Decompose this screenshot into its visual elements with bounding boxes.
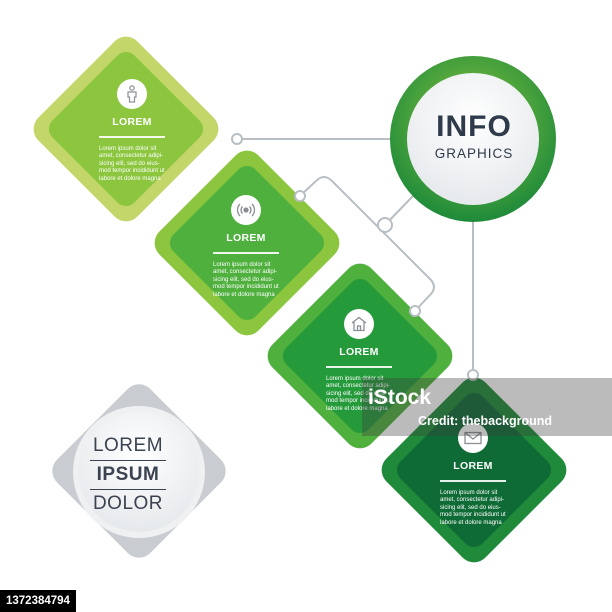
step-1-shape bbox=[33, 36, 219, 222]
connector-dot bbox=[467, 369, 479, 381]
divider bbox=[99, 136, 165, 138]
divider bbox=[440, 480, 506, 482]
callout-shape bbox=[52, 384, 226, 558]
step-2-shape bbox=[154, 150, 340, 336]
step-title: LOREM bbox=[339, 346, 379, 358]
watermark-brand: iStock bbox=[368, 386, 432, 409]
divider bbox=[213, 252, 279, 254]
step-card-1: LOREM Lorem ipsum dolor sit amet, consec… bbox=[62, 79, 202, 183]
connector-dot bbox=[231, 133, 243, 145]
connector-dot bbox=[409, 305, 421, 317]
step-3-shape bbox=[267, 263, 453, 449]
step-title: LOREM bbox=[226, 232, 266, 244]
step-card-2: LOREM Lorem ipsum dolor sit amet, consec… bbox=[176, 195, 316, 299]
step-body: Lorem ipsum dolor sit amet, consectetur … bbox=[326, 375, 392, 412]
step-title: LOREM bbox=[112, 116, 152, 128]
step-4-shape bbox=[381, 377, 567, 563]
info-title: INFO bbox=[436, 110, 512, 143]
house-icon bbox=[344, 309, 374, 339]
watermark-credit: Credit: thebackground bbox=[418, 414, 553, 428]
info-hub bbox=[390, 56, 556, 222]
step-card-3: LOREM Lorem ipsum dolor sit amet, consec… bbox=[289, 309, 429, 413]
step-card-4: LOREM Lorem ipsum dolor sit amet, consec… bbox=[403, 423, 543, 527]
step-body: Lorem ipsum dolor sit amet, consectetur … bbox=[99, 145, 165, 182]
callout-line-1: LOREM bbox=[92, 435, 164, 456]
info-graphics-label: INFO GRAPHICS bbox=[412, 110, 536, 162]
stock-id-label: 1372384794 bbox=[0, 590, 76, 612]
callout-text: LOREM IPSUM DOLOR bbox=[78, 434, 178, 516]
person-icon bbox=[117, 79, 147, 109]
info-subtitle: GRAPHICS bbox=[434, 146, 514, 161]
callout-line-3: DOLOR bbox=[92, 493, 164, 514]
connector-dot bbox=[294, 190, 306, 202]
connector-dots bbox=[231, 133, 479, 381]
connector-dot bbox=[377, 217, 393, 233]
envelope-icon bbox=[458, 423, 488, 453]
step-body: Lorem ipsum dolor sit amet, consectetur … bbox=[213, 261, 279, 298]
connector-lines bbox=[237, 138, 474, 375]
divider bbox=[90, 460, 166, 461]
watermark: iStock Credit: thebackground bbox=[362, 378, 612, 436]
divider bbox=[90, 489, 166, 490]
wireless-signal-icon bbox=[231, 195, 261, 225]
step-title: LOREM bbox=[453, 460, 493, 472]
callout-line-2: IPSUM bbox=[96, 464, 160, 485]
step-body: Lorem ipsum dolor sit amet, consectetur … bbox=[440, 489, 506, 526]
divider bbox=[326, 366, 392, 368]
